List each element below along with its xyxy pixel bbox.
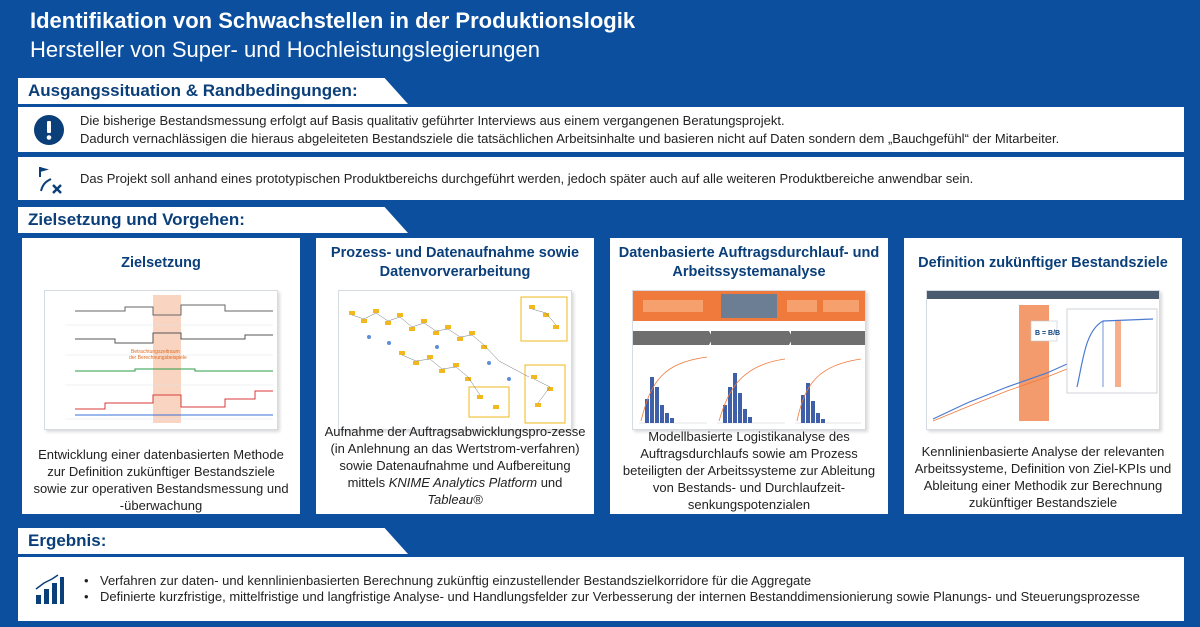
card-description: Modellbasierte Logistikanalyse des Auftr…: [622, 429, 876, 512]
header: Identifikation von Schwachstellen in der…: [30, 6, 635, 64]
card-zielsetzung: Zielsetzung Betrachtungszeitraum der Ber…: [22, 238, 300, 514]
situation-item-2: Das Projekt soll anhand eines prototypis…: [18, 157, 1184, 200]
curve-thumbnail: B = B/B: [926, 290, 1160, 430]
card-description: Kennlinienbasierte Analyse der relevante…: [914, 444, 1172, 510]
card-title: Zielsetzung: [121, 254, 201, 271]
situation-text-2: Dadurch vernachlässigen die hieraus abge…: [80, 130, 1060, 146]
page-title: Identifikation von Schwachstellen in der…: [30, 8, 636, 33]
section-heading-goals: Zielsetzung und Vorgehen:: [18, 207, 408, 233]
chart-thumbnail: Betrachtungszeitraum der Berechnungsbeis…: [44, 290, 278, 430]
svg-text:der Berechnungsbeispiele: der Berechnungsbeispiele: [129, 355, 187, 361]
card-prozessaufnahme: Prozess- und Datenaufnahme sowie Datenvo…: [316, 238, 594, 514]
section-heading-situation: Ausgangssituation & Randbedingungen:: [18, 78, 408, 104]
page-subtitle: Hersteller von Super- und Hochleistungsl…: [30, 37, 540, 62]
process-map-thumbnail: [338, 290, 572, 430]
exclamation-icon: [18, 114, 80, 146]
section-heading-result: Ergebnis:: [18, 528, 408, 554]
situation-item-1: Die bisherige Bestandsmessung erfolgt au…: [18, 107, 1184, 152]
situation-text-3: Das Projekt soll anhand eines prototypis…: [80, 170, 974, 186]
bar-chart-icon: [18, 573, 80, 605]
card-title: Datenbasierte Auftragsdurchlauf- und Arb…: [618, 245, 880, 280]
result-list: Verfahren zur daten- und kennlinienbasie…: [80, 573, 1140, 605]
tableau-label: Tableau®: [427, 492, 483, 507]
card-title: Prozess- und Datenaufnahme sowie Datenvo…: [330, 245, 580, 280]
result-bullet: Definierte kurzfristige, mittelfristige …: [80, 589, 1140, 605]
flag-route-icon: [18, 163, 80, 195]
knime-label: KNIME Analytics Platform: [388, 475, 538, 490]
card-description: Entwicklung einer datenbasierten Methode…: [33, 447, 289, 513]
svg-text:Betrachtungszeitraum: Betrachtungszeitraum: [131, 349, 180, 355]
card-description: Aufnahme der Auftragsabwicklungspro-zess…: [324, 424, 586, 507]
card-bestandsziele: Definition zukünftiger Bestandsziele B =…: [904, 238, 1182, 514]
analysis-thumbnail: [632, 290, 866, 430]
result-bullet: Verfahren zur daten- und kennlinienbasie…: [80, 573, 1140, 589]
result-box: Verfahren zur daten- und kennlinienbasie…: [18, 557, 1184, 621]
svg-text:B = B/B: B = B/B: [1035, 330, 1060, 337]
situation-text-1: Die bisherige Bestandsmessung erfolgt au…: [80, 112, 785, 128]
card-title: Definition zukünftiger Bestandsziele: [918, 254, 1168, 271]
card-analyse: Datenbasierte Auftragsdurchlauf- und Arb…: [610, 238, 888, 514]
